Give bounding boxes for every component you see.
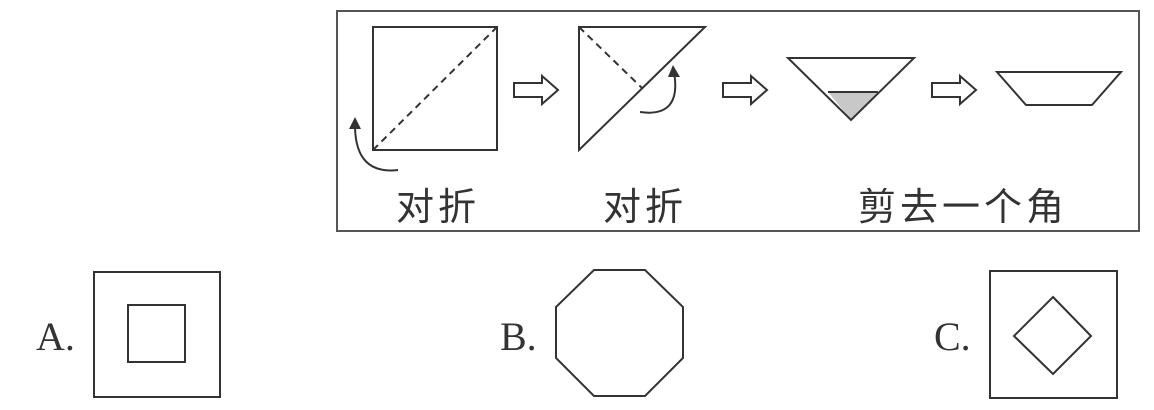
step3-cut-figure [785, 57, 917, 122]
step3-triangle [785, 57, 917, 122]
step2-triangle [578, 26, 708, 153]
option-a-outer-square [93, 271, 221, 398]
step3-cut-corner [828, 92, 878, 120]
option-b-figure[interactable] [555, 269, 684, 397]
step3-caption: 剪去一个角 [858, 185, 1069, 229]
step2-caption: 对折 [603, 185, 688, 229]
step-arrow-2-icon [722, 73, 769, 107]
step1-square-figure [349, 26, 498, 172]
step1-fold-arrow-icon [354, 124, 399, 172]
step1-fold-line [372, 26, 498, 151]
option-b-octagon [555, 269, 684, 397]
step4-trapezoid [994, 71, 1124, 106]
step1-caption: 对折 [396, 185, 481, 229]
option-a-figure[interactable] [93, 271, 221, 398]
step1-fold-arrowhead-icon [349, 117, 361, 129]
step2-triangle-figure [578, 26, 708, 153]
option-c-inner-diamond [1012, 295, 1093, 376]
step2-fold-arrow-icon [639, 71, 677, 114]
option-a-inner-square [127, 304, 186, 363]
option-c-label[interactable]: C. [934, 314, 971, 359]
step-arrow-3-icon [931, 73, 978, 107]
option-b-label[interactable]: B. [500, 314, 537, 359]
step-arrow-1-icon [513, 73, 560, 107]
step2-fold-line [578, 26, 643, 89]
step2-fold-arrowhead-icon [668, 65, 680, 77]
step1-square [372, 26, 498, 151]
step4-result-figure [994, 71, 1124, 106]
option-c-outer-square [989, 270, 1118, 399]
option-a-label[interactable]: A. [36, 314, 75, 359]
option-c-figure[interactable] [989, 270, 1118, 399]
folding-procedure-panel [336, 10, 1140, 232]
